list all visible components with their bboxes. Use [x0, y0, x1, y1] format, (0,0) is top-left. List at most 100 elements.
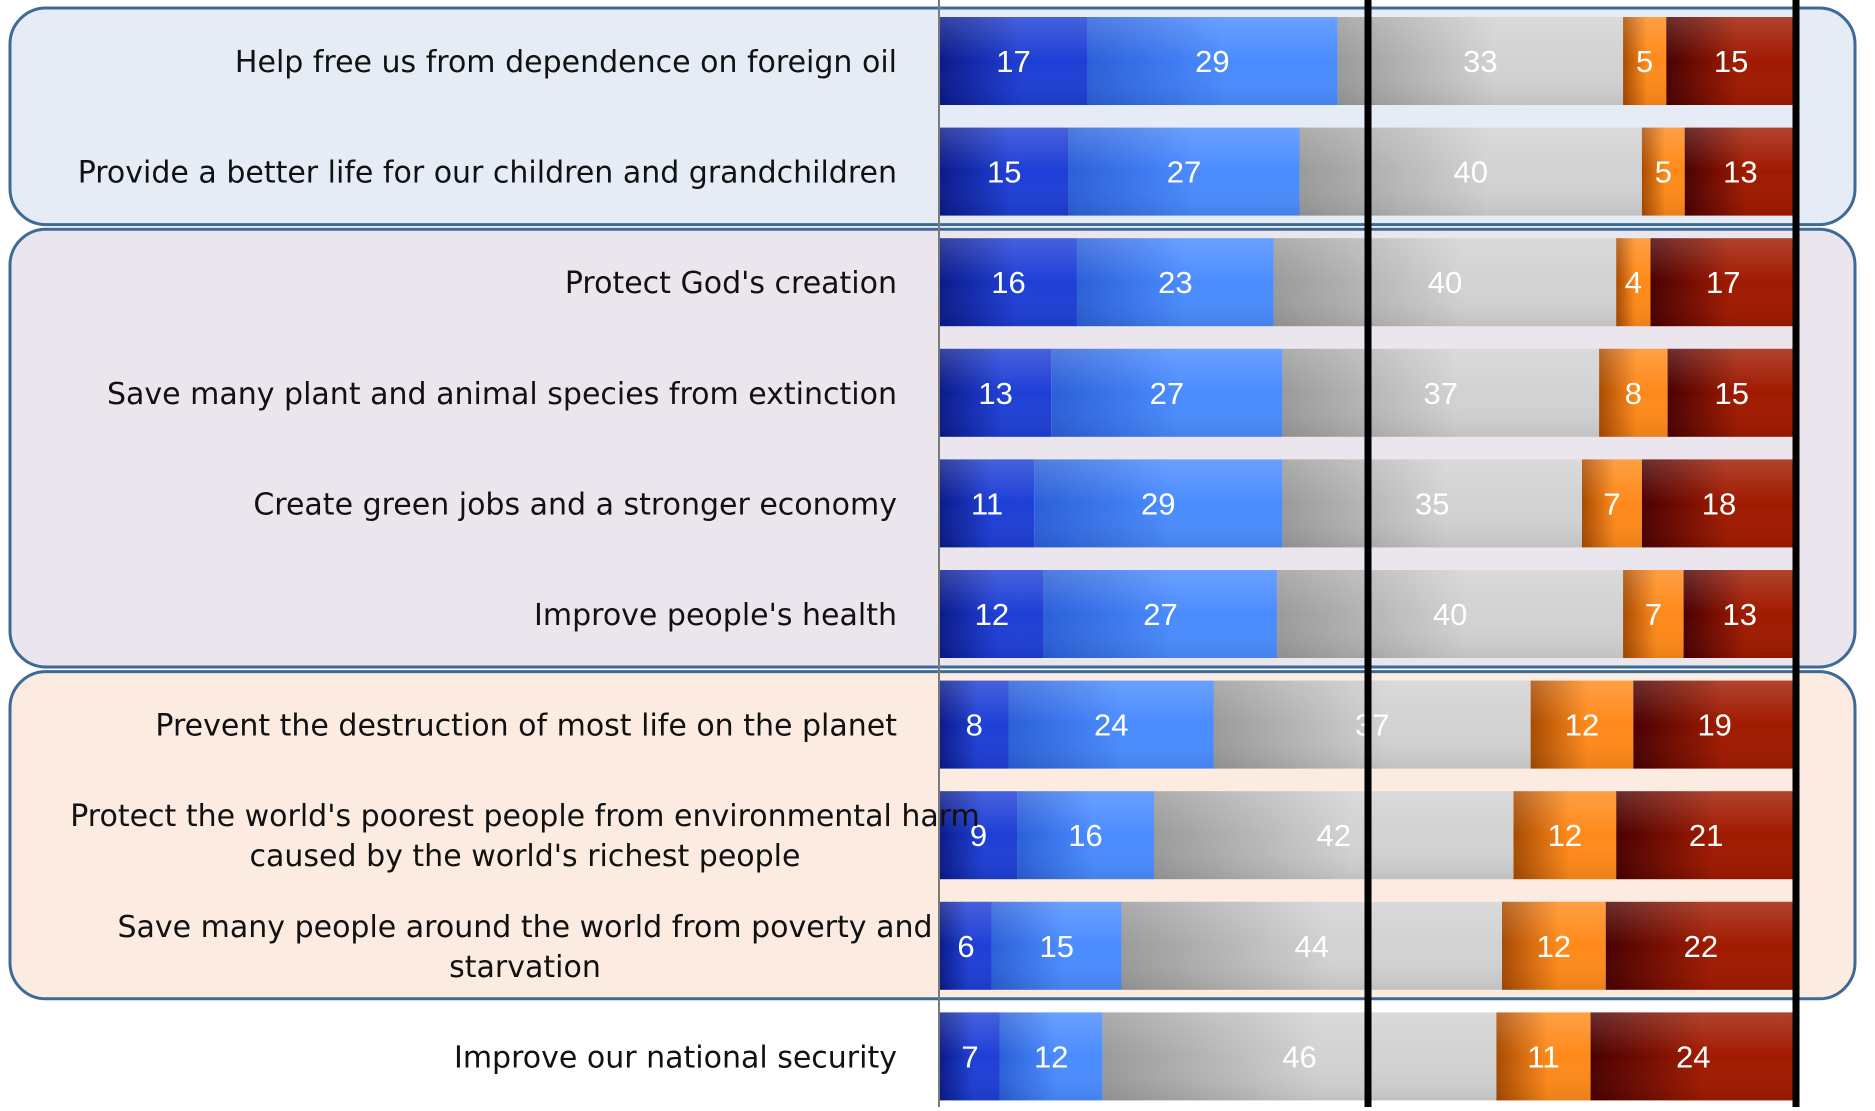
data-label: 13: [1723, 597, 1757, 632]
group-panel-2: [8, 227, 1857, 669]
bar-segment-sheen: [1623, 570, 1684, 658]
data-label: 7: [961, 1039, 978, 1074]
bar-segment-sheen: [1641, 459, 1796, 548]
data-label: 37: [1355, 708, 1389, 743]
data-label: 9: [970, 818, 987, 853]
data-label: 18: [1702, 486, 1736, 521]
bar-segment-sheen: [1282, 348, 1600, 437]
row-label: Help free us from dependence on foreign …: [235, 45, 897, 80]
data-label: 12: [975, 597, 1009, 632]
bar-segment-sheen: [940, 570, 1044, 658]
row-label: Protect the world's poorest people from …: [70, 799, 980, 874]
data-label: 12: [1537, 929, 1571, 964]
bar-segment-sheen: [1051, 348, 1283, 437]
bar-segment-sheen: [1667, 348, 1796, 437]
data-label: 11: [1527, 1039, 1559, 1074]
bar-segment-sheen: [1684, 127, 1796, 216]
data-label: 23: [1158, 265, 1192, 300]
bar-segment-sheen: [940, 127, 1069, 216]
bar-segment-sheen: [999, 1012, 1103, 1101]
row-label: Create green jobs and a stronger economy: [253, 487, 897, 522]
bar-segment-sheen: [1017, 791, 1154, 880]
data-label: 17: [1706, 265, 1740, 300]
data-label: 12: [1548, 818, 1582, 853]
data-label: 29: [1195, 44, 1229, 79]
data-label: 15: [1714, 44, 1748, 79]
row-label: Save many plant and animal species from …: [107, 377, 897, 412]
row-label-text: Improve people's health: [534, 598, 897, 633]
data-label: 19: [1697, 708, 1731, 743]
reference-lines: [938, 0, 1800, 1107]
bar-segment-sheen: [1154, 791, 1514, 880]
row-label-text: Protect the world's poorest people from …: [70, 799, 980, 834]
data-label: 6: [957, 929, 974, 964]
row-label-text: Help free us from dependence on foreign …: [235, 45, 897, 80]
data-label: 24: [1676, 1039, 1710, 1074]
data-label: 5: [1636, 44, 1653, 79]
data-label: 15: [987, 155, 1021, 190]
data-label: 4: [1625, 265, 1642, 300]
bar-segment-sheen: [940, 1012, 1000, 1101]
data-label: 17: [996, 44, 1030, 79]
bar-segment-sheen: [1633, 680, 1796, 769]
bar-segment-sheen: [940, 680, 1009, 769]
data-label: 27: [1167, 155, 1201, 190]
data-label: 40: [1428, 265, 1462, 300]
bar-segment-sheen: [1582, 459, 1642, 548]
data-label: 7: [1645, 597, 1662, 632]
row-label: Prevent the destruction of most life on …: [155, 709, 897, 744]
bar-segment-sheen: [940, 459, 1035, 548]
data-label: 12: [1565, 708, 1599, 743]
data-label: 29: [1141, 486, 1175, 521]
row-label-text: Prevent the destruction of most life on …: [155, 709, 897, 744]
bar-segment-sheen: [1076, 238, 1274, 327]
bar-segment-sheen: [1034, 459, 1283, 548]
bar-segment-sheen: [1008, 680, 1214, 769]
bar-segment-sheen: [1337, 17, 1624, 105]
bar-segment-sheen: [940, 901, 992, 990]
bar-segment-sheen: [1282, 459, 1582, 548]
bar-segment-sheen: [1641, 127, 1685, 216]
bar-segment-sheen: [1599, 348, 1668, 437]
bar-segment-sheen: [1650, 238, 1796, 327]
bar-segment-sheen: [1616, 791, 1796, 880]
row-label-text: Save many plant and animal species from …: [107, 377, 897, 412]
data-label: 40: [1433, 597, 1467, 632]
row-label-text: Save many people around the world from p…: [117, 910, 932, 945]
bar-segment-sheen: [1605, 901, 1796, 990]
bar-segment-sheen: [1590, 1012, 1796, 1101]
data-label: 15: [1715, 376, 1749, 411]
data-label: 21: [1689, 818, 1723, 853]
bar-segment-sheen: [1121, 901, 1503, 990]
data-label: 5: [1655, 155, 1672, 190]
data-label: 15: [1039, 929, 1073, 964]
data-label: 24: [1094, 708, 1128, 743]
bar-segment-sheen: [940, 348, 1052, 437]
row-label: Save many people around the world from p…: [117, 910, 932, 985]
bar-segment-sheen: [1496, 1012, 1591, 1101]
bar-segment-sheen: [1277, 570, 1624, 658]
data-label: 35: [1415, 486, 1449, 521]
data-label: 13: [978, 376, 1012, 411]
data-label: 37: [1424, 376, 1458, 411]
bar-segment-sheen: [940, 791, 1018, 880]
bar-segment-sheen: [1043, 570, 1278, 658]
bar-segment-sheen: [991, 901, 1122, 990]
row-label-text: Create green jobs and a stronger economy: [253, 487, 897, 522]
bar-segment-sheen: [1213, 680, 1531, 769]
bar-segment-sheen: [1683, 570, 1796, 658]
row-label: Improve people's health: [534, 598, 897, 633]
data-label: 42: [1317, 818, 1351, 853]
bar-segment-sheen: [1616, 238, 1651, 327]
data-label: 8: [1625, 376, 1642, 411]
bar-segment-sheen: [1666, 17, 1796, 105]
data-label: 46: [1282, 1039, 1316, 1074]
